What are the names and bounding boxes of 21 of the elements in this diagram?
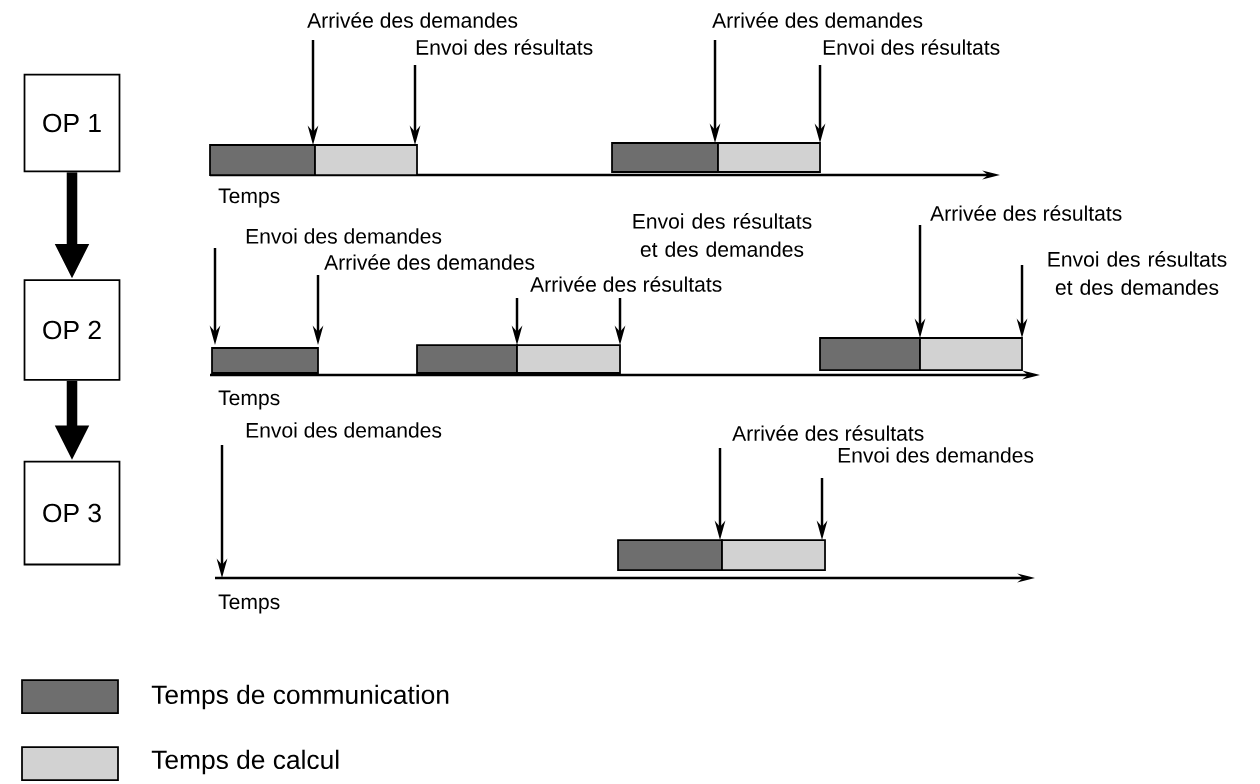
process-box: OP 2 <box>23 279 121 381</box>
event-label: Envoi des demandes <box>838 447 1034 463</box>
process-box: OP 3 <box>23 460 121 566</box>
event-label: Envoi des demandes <box>246 422 442 438</box>
process-box: OP 1 <box>23 73 121 173</box>
axis-label: Temps <box>218 390 280 410</box>
event-label: Arrivée des demandes <box>324 254 535 270</box>
axis-label: Temps <box>218 188 280 208</box>
event-label: Envoi des résultats <box>823 39 1000 55</box>
event-label: Arrivée des résultats <box>530 276 722 292</box>
event-label: Arrivée des résultats <box>930 205 1122 221</box>
event-label: Arrivée des demandes <box>307 12 518 28</box>
legend-label: Temps de calcul <box>151 749 339 775</box>
event-label: Envoi des résultats et des demandes <box>633 213 812 257</box>
event-label: Envoi des résultats <box>416 39 593 55</box>
event-label: Envoi des résultats et des demandes <box>1048 251 1227 295</box>
event-label: Arrivée des demandes <box>712 12 923 28</box>
event-label: Envoi des demandes <box>246 228 442 244</box>
axis-label: Temps <box>218 594 280 614</box>
legend-label: Temps de communication <box>151 684 449 710</box>
event-label: Arrivée des résultats <box>732 425 924 441</box>
